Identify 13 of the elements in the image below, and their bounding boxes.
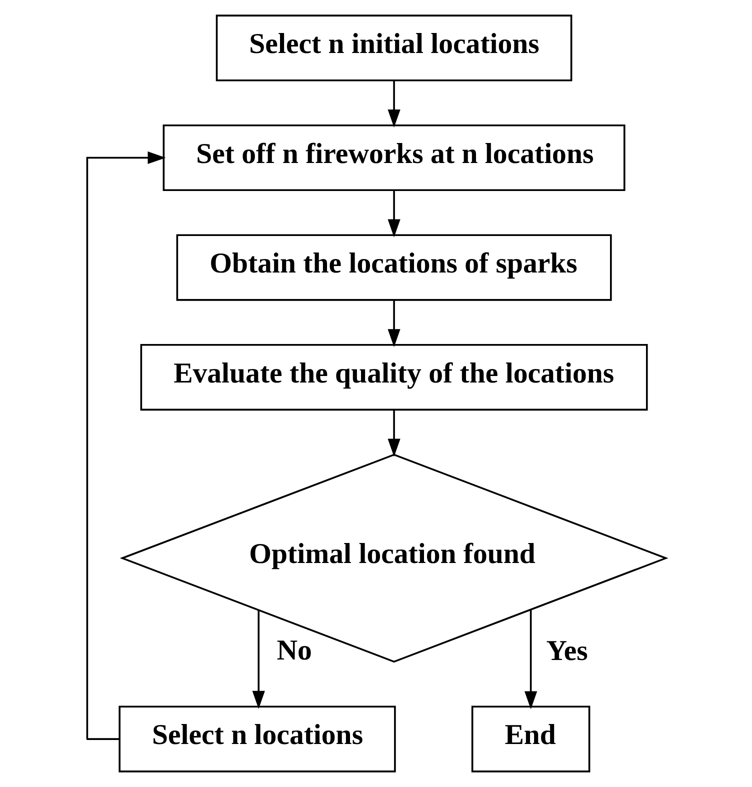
arrow <box>387 190 400 238</box>
node-box: Obtain the locations of sparks <box>176 234 612 301</box>
arrow <box>524 610 537 710</box>
arrow <box>387 410 400 457</box>
arrow <box>387 300 400 348</box>
node-box: Evaluate the quality of the locations <box>140 344 648 411</box>
arrow <box>387 80 400 128</box>
node-box: Set off n fireworks at n locations <box>162 124 625 192</box>
arrow <box>86 151 166 740</box>
arrow <box>252 610 264 709</box>
node-box: Select n locations <box>118 706 396 772</box>
node-box: End <box>470 706 590 772</box>
node-box: Select n initial locations <box>215 14 572 82</box>
